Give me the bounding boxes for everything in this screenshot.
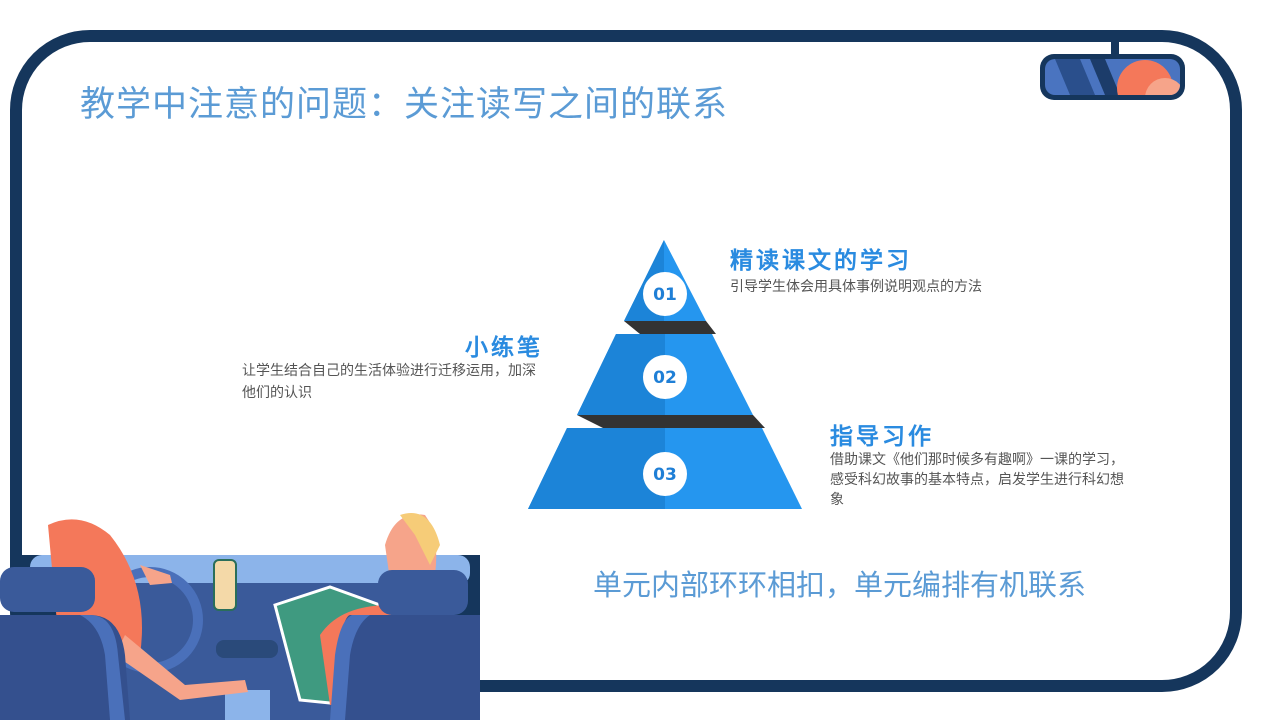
pyramid-divider	[624, 321, 716, 334]
tier-number: 02	[653, 368, 677, 388]
tier-number: 03	[653, 465, 677, 485]
rearview-mirror-icon	[1040, 38, 1185, 100]
summary-text: 单元内部环环相扣，单元编排有机联系	[593, 568, 1087, 602]
pyramid-divider	[577, 415, 765, 428]
body-practice: 让学生结合自己的生活体验进行迁移运用，加深他们的认识	[242, 363, 536, 401]
heading-writing: 指导习作	[830, 424, 934, 450]
body-writing: 借助课文《他们那时候多有趣啊》一课的学习，感受科幻故事的基本特点，启发学生进行科…	[830, 452, 1124, 508]
tier-number: 01	[653, 285, 677, 305]
heading-reading: 精读课文的学习	[730, 248, 912, 274]
pyramid-diagram: 01 02 03	[528, 240, 802, 509]
body-reading: 引导学生体会用具体事例说明观点的方法	[730, 279, 982, 295]
heading-practice: 小练笔	[465, 335, 543, 361]
page-title: 教学中注意的问题：关注读写之间的联系	[80, 85, 729, 125]
car-interior-illustration	[0, 513, 480, 720]
